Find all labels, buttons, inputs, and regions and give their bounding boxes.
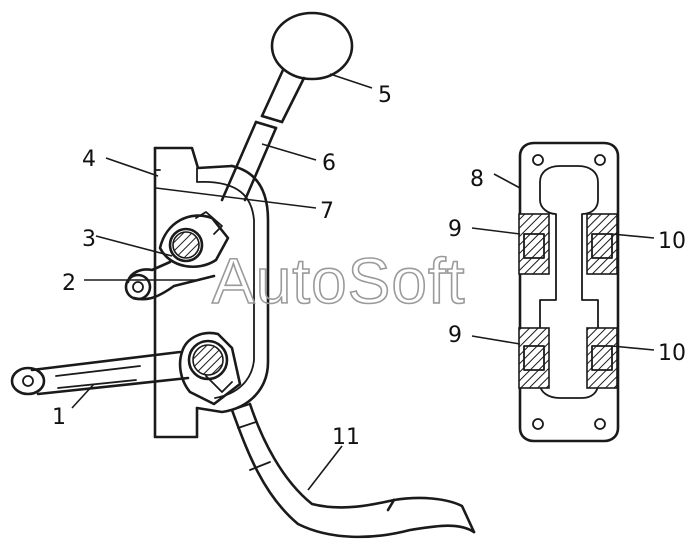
gate-plate	[518, 141, 620, 443]
lower-lever	[230, 402, 476, 539]
long-arm-eye	[10, 366, 46, 396]
lower-pivot	[10, 331, 242, 406]
callout-10-lower: 10	[658, 341, 686, 366]
callout-10-upper: 10	[658, 229, 686, 254]
callout-6: 6	[322, 151, 336, 176]
arm-end-eye	[124, 273, 152, 301]
plate-hole-bl	[532, 418, 544, 430]
callout-3: 3	[82, 227, 96, 252]
callout-7: 7	[320, 199, 334, 224]
plate-hole-br	[594, 418, 606, 430]
lever-upper-shaft	[220, 68, 306, 202]
plate-hole-tr	[594, 154, 606, 166]
callout-labels: 1 2 3 4 5 6 7 8 9 9 10 10 11	[52, 83, 686, 450]
callout-1: 1	[52, 405, 66, 430]
callout-2: 2	[62, 271, 76, 296]
leader-lines	[71, 73, 655, 491]
callout-9-upper: 9	[448, 217, 462, 242]
callout-9-lower: 9	[448, 323, 462, 348]
callout-11: 11	[332, 425, 360, 450]
callout-8: 8	[470, 167, 484, 192]
plate-hole-tl	[532, 154, 544, 166]
watermark: AutoSoft	[212, 245, 466, 317]
upper-pivot	[124, 211, 230, 301]
shift-lever-assembly	[10, 11, 476, 539]
callout-4: 4	[82, 147, 96, 172]
callout-5: 5	[378, 83, 392, 108]
lever-knob	[270, 11, 354, 81]
